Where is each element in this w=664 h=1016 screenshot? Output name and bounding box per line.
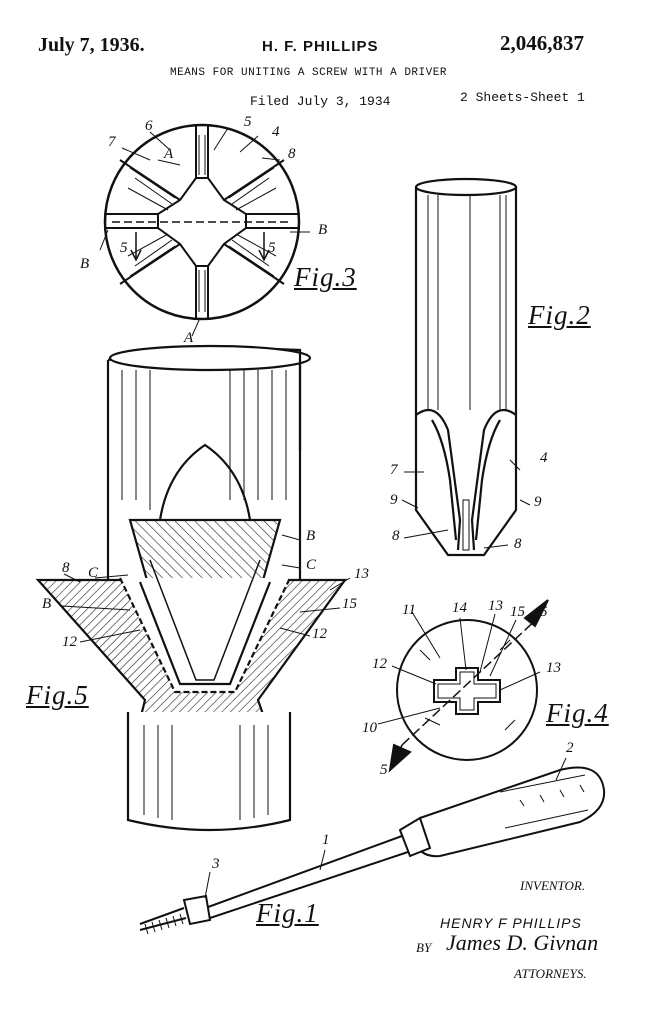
ref-numeral: B (306, 528, 316, 544)
attorneys-label: ATTORNEYS. (514, 966, 587, 981)
fig4-drawing (377, 599, 549, 773)
ref-numeral: 5 (268, 240, 276, 256)
fig2-drawing (401, 177, 531, 557)
inventor-full-name: HENRY F PHILLIPS (440, 915, 582, 931)
ref-numeral: 10 (362, 720, 377, 736)
fig5-label: Fig.5 (26, 680, 89, 710)
patent-title: MEANS FOR UNITING A SCREW WITH A DRIVER (170, 67, 447, 79)
by-label: BY (416, 940, 432, 955)
ref-numeral: 7 (390, 462, 398, 478)
ref-numeral: 5 (244, 114, 252, 130)
ref-numeral: 9 (534, 494, 542, 510)
ref-numeral: 9 (390, 492, 398, 508)
ref-numeral: 3 (212, 856, 220, 872)
ref-numeral: 5 (540, 604, 548, 620)
ref-numeral: B (42, 596, 52, 612)
ref-numeral: B (318, 222, 328, 238)
ref-numeral: A (164, 146, 174, 162)
sheet-info: 2 Sheets-Sheet 1 (460, 90, 585, 105)
attorney-signature: James D. Givnan (446, 930, 599, 955)
ref-numeral: 8 (392, 528, 400, 544)
ref-numeral: 6 (145, 118, 153, 134)
ref-numeral: 13 (354, 566, 369, 582)
ref-numeral: 12 (62, 634, 77, 650)
ref-numeral: C (88, 565, 99, 581)
ref-numeral: 8 (62, 560, 70, 576)
fig4-label: Fig.4 (546, 698, 609, 728)
ref-numeral: 13 (546, 660, 561, 676)
filed-date: Filed July 3, 1934 (250, 94, 391, 109)
ref-numeral: C (306, 557, 317, 573)
ref-numeral: 11 (402, 602, 416, 618)
inventor-short-name: H. F. PHILLIPS (262, 38, 379, 55)
ref-numeral: 15 (510, 604, 525, 620)
fig3-label: Fig.3 (294, 262, 357, 292)
patent-number: 2,046,837 (500, 31, 584, 55)
ref-numeral: 14 (452, 600, 467, 616)
fig3-drawing (99, 123, 310, 337)
fig1-drawing (139, 757, 606, 935)
ref-numeral: 12 (372, 656, 387, 672)
ref-numeral: 1 (322, 832, 330, 848)
ref-numeral: 13 (488, 598, 503, 614)
ref-numeral: 4 (272, 124, 280, 140)
fig5-drawing (35, 344, 351, 832)
ref-numeral: B (80, 256, 90, 272)
fig1-label: Fig.1 (256, 898, 319, 928)
fig2-label: Fig.2 (528, 300, 591, 330)
ref-numeral: 4 (540, 450, 548, 466)
ref-numeral: 12 (312, 626, 327, 642)
ref-numeral: A (184, 330, 194, 346)
ref-numeral: 8 (514, 536, 522, 552)
ref-numeral: 5 (380, 762, 388, 778)
ref-numeral: 7 (108, 134, 116, 150)
ref-numeral: 8 (288, 146, 296, 162)
ref-numeral: 5 (120, 240, 128, 256)
inventor-label: INVENTOR. (520, 878, 586, 893)
ref-numeral: 15 (342, 596, 357, 612)
ref-numeral: 2 (566, 740, 574, 756)
patent-date: July 7, 1936. (38, 34, 145, 56)
